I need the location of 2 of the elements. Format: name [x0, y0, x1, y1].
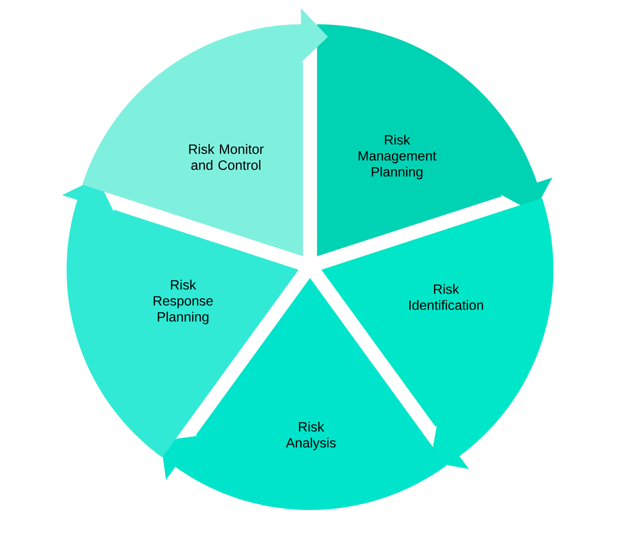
cycle-arrow-segment: Risk Monitor and Control	[82, 8, 328, 256]
cycle-arrow-segment: Risk Management Planning	[317, 24, 552, 256]
